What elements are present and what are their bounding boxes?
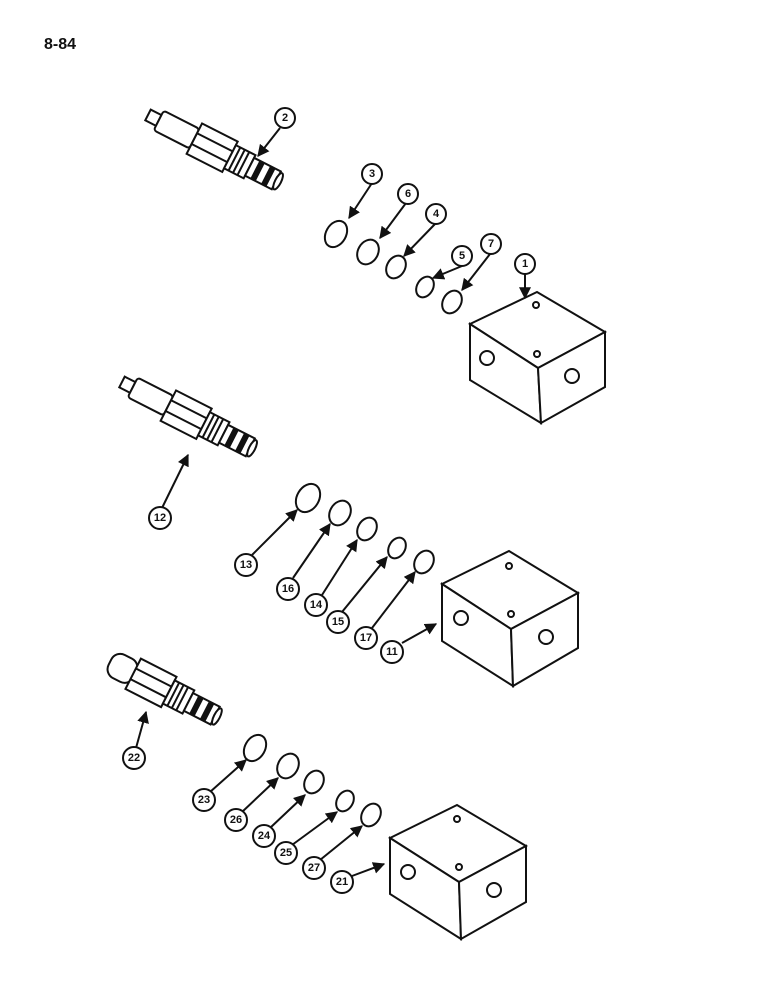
callout-7: 7	[480, 233, 502, 255]
svg-text:17: 17	[360, 632, 372, 644]
manifold-block-1	[467, 290, 608, 425]
callout-21: 21	[330, 870, 354, 894]
assembly-3	[106, 652, 529, 941]
svg-text:26: 26	[230, 814, 242, 826]
backup-ring-7	[441, 289, 463, 315]
svg-text:1: 1	[522, 258, 528, 270]
o-ring-14	[356, 516, 378, 542]
svg-text:14: 14	[310, 599, 323, 611]
callout-4: 4	[425, 203, 447, 225]
svg-text:11: 11	[386, 646, 398, 658]
o-ring-5	[415, 275, 435, 299]
callout-27: 27	[302, 856, 326, 880]
backup-ring-6	[356, 238, 380, 266]
svg-text:21: 21	[336, 876, 348, 888]
callout-11: 11	[380, 640, 404, 664]
assembly-1	[143, 108, 608, 425]
callout-26: 26	[224, 808, 248, 832]
svg-text:22: 22	[128, 752, 140, 764]
callout-25: 25	[274, 841, 298, 865]
o-ring-13	[294, 482, 322, 514]
callout-6: 6	[397, 183, 419, 205]
callout-2: 2	[274, 107, 296, 129]
callout-22: 22	[122, 746, 146, 770]
leader-lines	[135, 127, 531, 877]
callouts: 2 3 6 4 5 7 1 12	[122, 107, 536, 894]
backup-ring-17	[413, 549, 435, 575]
backup-ring-27	[360, 802, 382, 828]
o-ring-3	[323, 219, 349, 249]
relief-valve-cartridge-2	[143, 108, 284, 191]
svg-text:23: 23	[198, 794, 210, 806]
svg-text:4: 4	[433, 208, 440, 220]
svg-text:16: 16	[282, 583, 294, 595]
backup-ring-26	[276, 752, 300, 780]
manifold-block-11	[439, 549, 581, 688]
page-number: 8-84	[44, 36, 77, 53]
o-ring-4	[385, 254, 407, 280]
callout-13: 13	[234, 553, 258, 577]
manifold-block-21	[387, 803, 529, 941]
o-ring-15	[387, 536, 407, 560]
callout-23: 23	[192, 788, 216, 812]
callout-16: 16	[276, 577, 300, 601]
svg-text:6: 6	[405, 188, 411, 200]
svg-text:7: 7	[488, 238, 494, 250]
o-ring-24	[303, 769, 325, 795]
callout-15: 15	[326, 610, 350, 634]
svg-text:12: 12	[154, 512, 166, 524]
svg-text:13: 13	[240, 559, 252, 571]
callout-5: 5	[451, 245, 473, 267]
svg-text:25: 25	[280, 847, 292, 859]
relief-valve-cartridge-22	[106, 652, 223, 726]
svg-text:15: 15	[332, 616, 344, 628]
o-ring-23	[242, 733, 268, 763]
callout-17: 17	[354, 626, 378, 650]
callout-3: 3	[361, 163, 383, 185]
assembly-2	[117, 375, 581, 688]
callout-12: 12	[148, 506, 172, 530]
o-ring-25	[335, 789, 355, 813]
backup-ring-16	[328, 499, 352, 527]
relief-valve-cartridge-12	[117, 375, 258, 458]
svg-text:2: 2	[282, 112, 288, 124]
callout-24: 24	[252, 824, 276, 848]
callout-14: 14	[304, 593, 328, 617]
svg-text:24: 24	[258, 830, 271, 842]
callout-1: 1	[514, 253, 536, 275]
svg-text:3: 3	[369, 168, 375, 180]
svg-text:5: 5	[459, 250, 465, 262]
svg-text:27: 27	[308, 862, 320, 874]
